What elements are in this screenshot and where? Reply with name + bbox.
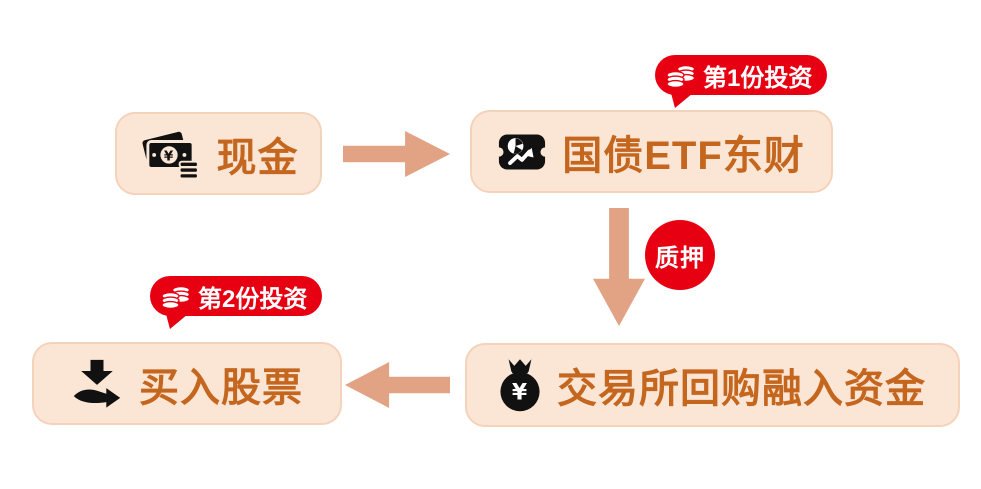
node-buy-label: 买入股票 [139, 365, 303, 410]
badge-second-investment: 第2份投资 [150, 276, 323, 316]
cash-banknotes-icon: ¥ [139, 129, 201, 179]
pledge-label: 质押 [655, 244, 705, 272]
arrow-repo-to-buy [345, 362, 450, 408]
arrow-cash-to-etf [343, 131, 450, 177]
node-repo-label: 交易所回购融入资金 [557, 367, 926, 411]
pledge-label-circle: 质押 [645, 220, 715, 290]
badge-first-label: 第1份投资 [703, 64, 813, 92]
badge-first-investment: 第1份投资 [655, 55, 828, 95]
node-repo: ¥ 交易所回购融入资金 [465, 343, 960, 427]
badge-second-label: 第2份投资 [198, 285, 308, 313]
money-bag-icon: ¥ [499, 358, 541, 412]
coins-icon [666, 62, 696, 88]
node-cash-label: 现金 [216, 135, 299, 180]
etf-chart-icon [498, 131, 547, 173]
svg-text:¥: ¥ [163, 149, 173, 164]
node-cash: ¥ 现金 [115, 112, 322, 195]
receive-hand-icon [71, 358, 123, 410]
node-etf-label: 国债ETF东财 [562, 133, 805, 178]
node-buy: 买入股票 [32, 342, 342, 425]
node-etf: 国债ETF东财 [470, 110, 833, 193]
arrow-etf-to-repo [593, 208, 645, 326]
coins-icon [161, 283, 191, 309]
svg-text:¥: ¥ [512, 380, 528, 405]
